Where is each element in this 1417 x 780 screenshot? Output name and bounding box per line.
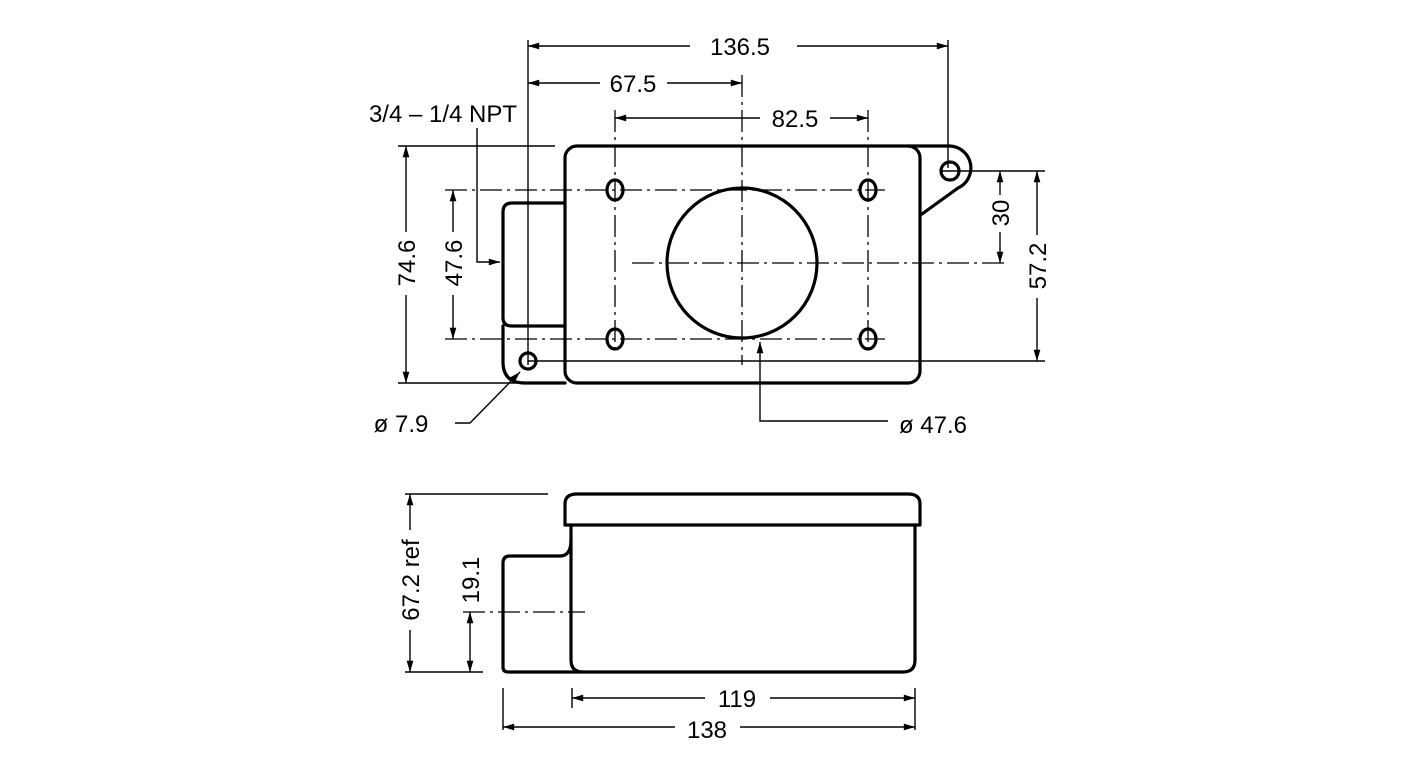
dim-overall-length: 136.5: [710, 34, 770, 61]
dim-overall-width: 74.6: [394, 240, 421, 287]
top-view: 136.5 67.5 82.5 3/4 – 1/4 NPT 74.6 47.6 …: [369, 34, 1052, 439]
dim-hub-offset: 67.5: [610, 71, 657, 98]
dim-hole-spacing-y: 47.6: [441, 240, 468, 287]
hub-outline: [501, 201, 567, 328]
dim-opening-diameter: ø 47.6: [899, 412, 967, 439]
dim-ear-spacing: 57.2: [1025, 243, 1052, 290]
dim-body-length: 119: [718, 686, 756, 713]
side-view: 67.2 ref 19.1 119 138: [398, 492, 922, 744]
dim-hub-center-height: 19.1: [458, 557, 485, 604]
dim-ear-hole-diameter: ø 7.9: [374, 411, 429, 438]
lid-outline: [563, 492, 922, 527]
body-outline: [569, 523, 917, 674]
dim-total-length: 138: [687, 717, 727, 744]
side-hub-outline: [501, 538, 585, 674]
hub-thread-label: 3/4 – 1/4 NPT: [369, 101, 517, 128]
dim-ear-offset: 30: [988, 200, 1015, 227]
dim-hole-spacing-x: 82.5: [772, 106, 819, 133]
top-ear: [906, 144, 973, 216]
dim-height: 67.2 ref: [398, 539, 425, 621]
